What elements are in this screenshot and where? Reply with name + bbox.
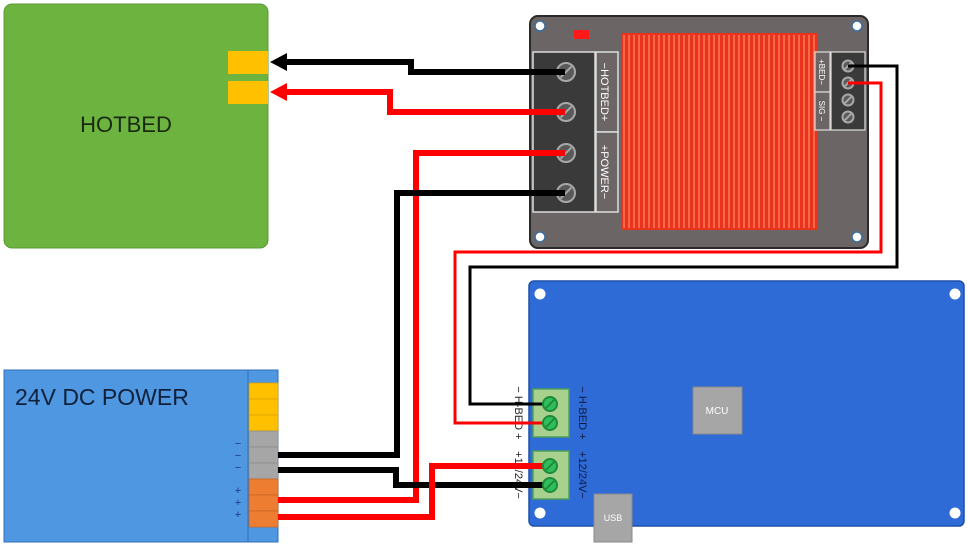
screw-terminal: [841, 110, 855, 124]
wire-controller-power-negative: [278, 467, 549, 488]
screw-terminal: [556, 102, 576, 122]
usb-label: USB: [604, 513, 623, 523]
mounting-hole: [949, 288, 961, 300]
hbed-label-inner: − H-BED +: [576, 386, 588, 439]
wire-hotbed-negative: [285, 59, 565, 75]
bed-signal-label: +BED−: [817, 59, 826, 85]
psu-terminal-positive: [248, 478, 279, 496]
sign-negative: −: [235, 450, 241, 462]
wire-signal-positive: [453, 81, 883, 425]
screw-terminal: [542, 396, 558, 412]
power-supply-label: 24V DC POWER: [15, 384, 189, 410]
screw-terminal: [542, 477, 558, 493]
power-label-inner: +12/24V−: [576, 451, 588, 499]
screw-terminal: [841, 93, 855, 107]
arrow-icon: [270, 53, 287, 71]
power-terminal-label: +POWER−: [598, 145, 610, 199]
led-indicator: [574, 30, 589, 39]
psu-terminal-positive: [248, 494, 279, 512]
mcu-chip: [692, 386, 743, 435]
screw-terminal: [542, 415, 558, 431]
wires: [270, 53, 899, 520]
psu-terminal-positive: [248, 510, 279, 528]
wire-hotbed-positive: [285, 89, 565, 115]
power-supply: 24V DC POWER − − − + + +: [3, 369, 279, 543]
heatsink-fins: [623, 35, 815, 228]
hotbed-label: HOTBED: [80, 112, 172, 137]
psu-terminal-negative: [248, 430, 279, 448]
hotbed-board: HOTBED: [3, 3, 269, 249]
wire-power-negative: [278, 190, 565, 458]
wire-power-positive: [278, 150, 565, 503]
hbed-label-outer: − H-BED +: [512, 386, 524, 439]
arrow-icon: [270, 83, 287, 101]
mounting-hole: [534, 288, 546, 300]
mounting-hole: [851, 20, 863, 32]
screw-terminal: [556, 143, 576, 163]
mounting-hole: [534, 507, 546, 519]
wire-controller-power-positive: [278, 463, 549, 520]
sign-positive: +: [235, 509, 241, 521]
sign-positive: +: [235, 497, 241, 509]
mosfet-module: −HOTBED+ +POWER− +BED− SIG −: [529, 15, 869, 249]
controller-board: MCU USB − H-BED + +12/24V−: [528, 280, 965, 543]
hotbed-terminal-positive: [228, 81, 268, 104]
mounting-hole: [534, 20, 546, 32]
hotbed-terminal-label: −HOTBED+: [598, 63, 610, 122]
psu-terminal-negative: [248, 446, 279, 464]
power-label-outer: +12/24V−: [512, 451, 524, 499]
psu-terminal-negative: [248, 462, 279, 480]
mounting-hole: [949, 507, 961, 519]
hotbed-terminal-negative: [228, 51, 268, 74]
sig-label: SIG −: [817, 101, 826, 122]
usb-port: [593, 493, 633, 543]
sign-negative: −: [235, 462, 241, 474]
screw-terminal: [542, 458, 558, 474]
wire-signal-negative: [468, 64, 899, 406]
mounting-hole: [851, 231, 863, 243]
screw-terminal: [556, 183, 576, 203]
sign-negative: −: [235, 438, 241, 450]
mcu-label: MCU: [706, 406, 729, 417]
mounting-hole: [534, 231, 546, 243]
sign-positive: +: [235, 485, 241, 497]
